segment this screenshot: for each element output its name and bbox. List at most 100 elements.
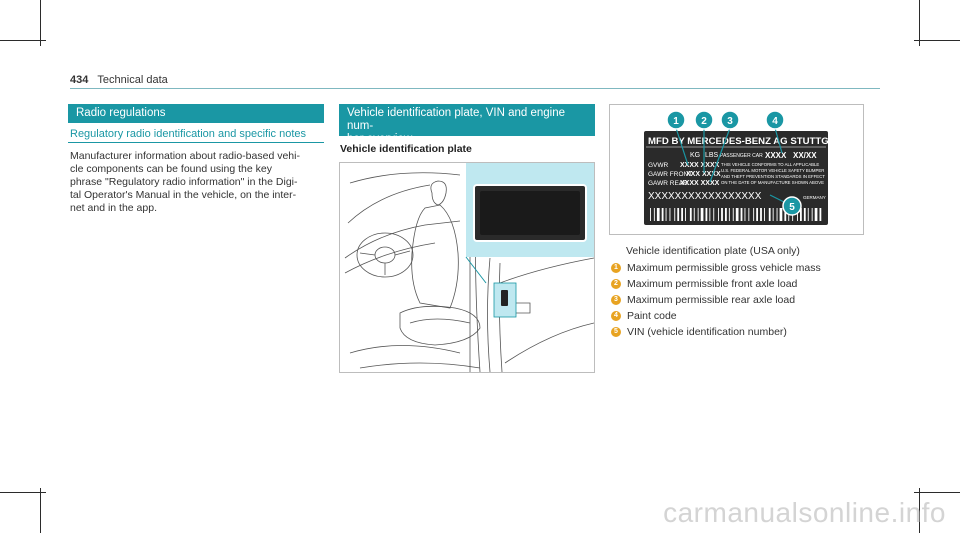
barcode-bar [760, 208, 762, 221]
callout-4: 4 [765, 110, 785, 130]
plate-vin: XXXXXXXXXXXXXXXXX [648, 191, 762, 202]
barcode-bar [797, 208, 798, 221]
barcode-bar [653, 208, 655, 221]
radio-regulations-bar: Radio regulations [68, 104, 324, 123]
barcode-bar [779, 208, 783, 221]
barcode-bar [800, 208, 802, 221]
barcode-bar [764, 208, 765, 221]
barcode-bar [807, 208, 809, 221]
barcode-bar [709, 208, 711, 221]
plate-barcode [650, 208, 822, 221]
page-header: 434 Technical data [70, 74, 168, 86]
callout-3: 3 [720, 110, 740, 130]
legend-item: 3 Maximum permissible rear axle load [611, 294, 795, 306]
plate-code1: XXXX [765, 151, 787, 160]
barcode-bar [814, 208, 818, 221]
barcode-bar [740, 208, 743, 221]
paragraph-line: tal Operator's Manual in the vehicle, on… [70, 189, 297, 201]
plate-gawr-rear: GAWR REAR [648, 180, 688, 187]
barcode-bar [665, 208, 667, 221]
barcode-bar [803, 208, 806, 221]
barcode-bar [705, 208, 708, 221]
page-number: 434 [70, 74, 89, 86]
plate-notice-line: ON THE DATE OF MANUFACTURE SHOWN ABOVE [721, 180, 824, 185]
crop-mark [919, 488, 920, 533]
crop-mark [0, 492, 46, 493]
vin-overview-bar: Vehicle identification plate, VIN and en… [339, 104, 595, 145]
legend-number: 2 [611, 279, 621, 289]
barcode-bar [784, 208, 787, 221]
legend-item: 4 Paint code [611, 310, 677, 322]
barcode-bar [661, 208, 664, 221]
radio-regulations-title: Radio regulations [76, 107, 166, 119]
callout-1: 1 [666, 110, 686, 130]
section-name: Technical data [97, 74, 168, 86]
legend-number: 1 [611, 263, 621, 273]
barcode-bar [725, 208, 727, 221]
crop-mark [40, 488, 41, 533]
watermark: carmanualsonline.info [663, 497, 946, 528]
radio-paragraph: Manufacturer information about radio-bas… [70, 150, 330, 215]
plate-lbs: LBS [705, 152, 719, 159]
plate-caption: Vehicle identification plate (USA only) [626, 245, 800, 257]
barcode-bar [697, 208, 699, 221]
barcode-bar [732, 208, 734, 221]
barcode-bar [677, 208, 680, 221]
paragraph-line: phrase "Regulatory radio information" in… [70, 176, 298, 188]
barcode-bar [681, 208, 683, 221]
car-interior-figure [339, 162, 595, 373]
vin-overview-title-line: ber overview [347, 133, 413, 145]
legend-text: VIN (vehicle identification number) [627, 326, 787, 338]
plate-gawr-front: GAWR FRONT [648, 171, 692, 178]
legend-item: 5 VIN (vehicle identification number) [611, 326, 787, 338]
barcode-bar [674, 208, 676, 221]
legend-number: 5 [611, 327, 621, 337]
legend-text: Maximum permissible front axle load [627, 278, 798, 290]
id-plate-figure: MFD BY MERCEDES-BENZ AG STUTTGART KG LBS… [609, 104, 864, 235]
callout-5-label: 5 [789, 202, 795, 213]
legend-number: 4 [611, 311, 621, 321]
crop-mark [0, 40, 46, 41]
barcode-bar [753, 208, 755, 221]
legend-text: Paint code [627, 310, 677, 322]
plate-rear-value: XXXX XXXX [680, 180, 720, 187]
plate-gvwr: GVWR [648, 162, 669, 169]
plate-manufacturer-line: MFD BY MERCEDES-BENZ AG STUTTGART [648, 136, 849, 147]
barcode-bar [693, 208, 695, 221]
vehicle-plate-heading: Vehicle identification plate [340, 143, 472, 155]
plate-gvwr-value: XXXX XXXX [680, 162, 720, 169]
barcode-bar [700, 208, 704, 221]
crop-mark [914, 40, 960, 41]
barcode-bar [744, 208, 746, 221]
plate-notice-line: U.S. FEDERAL MOTOR VEHICLE SAFETY BUMPER [721, 168, 824, 173]
plate-notice-line: THIS VEHICLE CONFORMS TO ALL APPLICABLE [721, 162, 819, 167]
barcode-bar [689, 208, 692, 221]
paragraph-line: net and in the app. [70, 202, 157, 214]
barcode-bar [768, 208, 771, 221]
barcode-bar [819, 208, 822, 221]
legend-item: 1 Maximum permissible gross vehicle mass [611, 262, 821, 274]
header-rule [70, 88, 880, 89]
barcode-bar [650, 208, 651, 221]
paragraph-line: cle components can be found using the ke… [70, 163, 272, 175]
barcode-bar [721, 208, 723, 221]
plate-code2: XX/XX [793, 151, 817, 160]
barcode-bar [776, 208, 778, 221]
callout-5: 5 [782, 196, 802, 216]
plate-made-in: GERMANY [803, 195, 826, 200]
barcode-bar [728, 208, 730, 221]
legend-text: Maximum permissible gross vehicle mass [627, 262, 821, 274]
regulatory-subheading: Regulatory radio identification and spec… [70, 128, 307, 140]
barcode-bar [718, 208, 719, 221]
plate-passenger-car: PASSENGER CAR [720, 153, 763, 159]
plate-notice-line: AND THEFT PREVENTION STANDARDS IN EFFECT [721, 174, 825, 179]
barcode-bar [713, 208, 715, 221]
car-interior-illustration [344, 163, 594, 372]
vin-overview-title-line: Vehicle identification plate, VIN and en… [347, 107, 566, 132]
crop-mark [914, 492, 960, 493]
callout-2: 2 [694, 110, 714, 130]
callout-4-label: 4 [772, 116, 778, 127]
subheading-rule [68, 142, 324, 143]
legend-text: Maximum permissible rear axle load [627, 294, 796, 306]
crop-mark [919, 0, 920, 46]
